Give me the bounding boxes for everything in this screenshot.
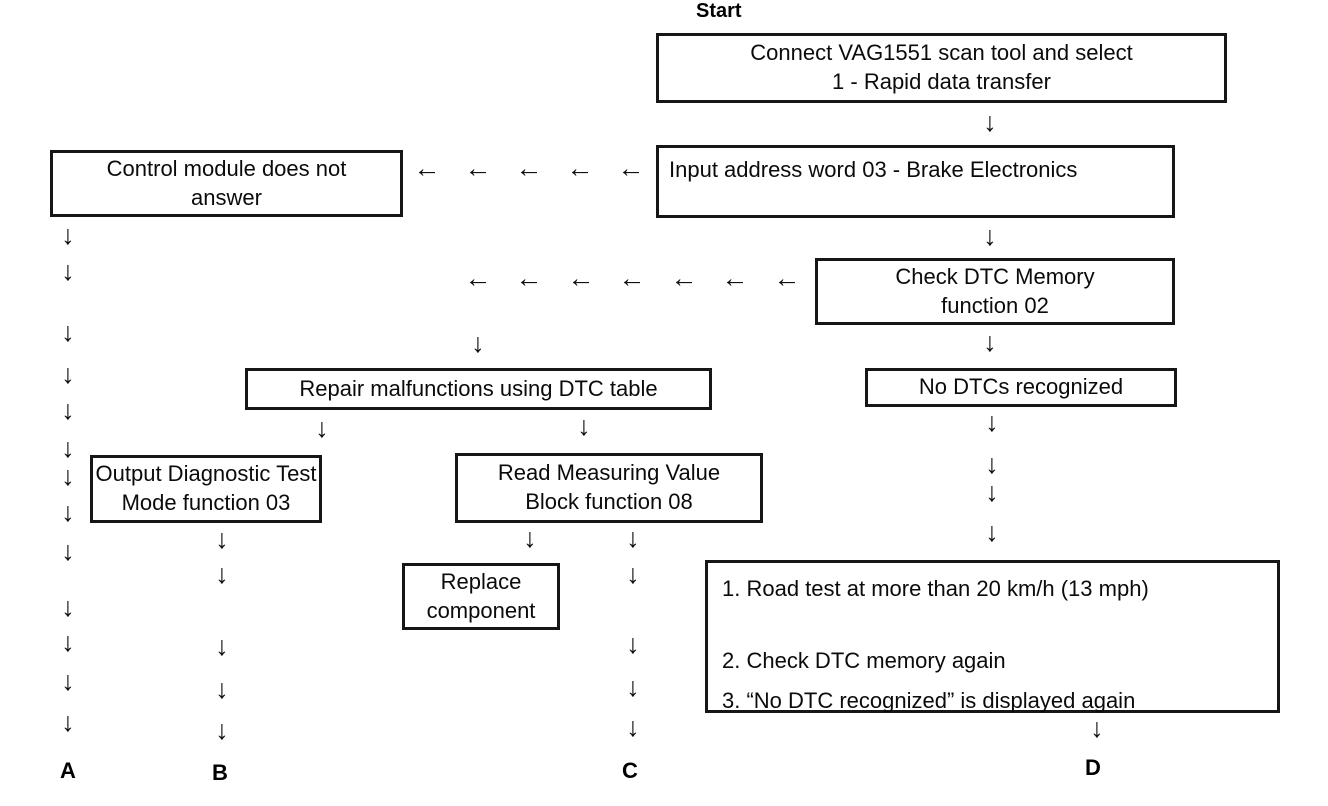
down-arrow-icon: ↓	[985, 477, 999, 507]
start-label: Start	[696, 0, 742, 22]
node-check-dtc-memory: Check DTC Memory function 02	[815, 258, 1175, 325]
exit-label-b: B	[212, 760, 228, 785]
left-arrow-icon: ←	[567, 263, 595, 293]
down-arrow-icon: ↓	[471, 328, 485, 358]
down-arrow-icon: ↓	[626, 523, 640, 553]
node-output-diagnostic-test: Output Diagnostic Test Mode function 03	[90, 455, 322, 523]
road-test-step-3: 3. “No DTC recognized” is displayed agai…	[722, 688, 1136, 713]
exit-label-c: C	[622, 758, 638, 783]
down-arrow-icon: ↓	[61, 433, 75, 463]
left-arrow-icon: ←	[670, 263, 698, 293]
down-arrow-icon: ↓	[523, 523, 537, 553]
down-arrow-icon: ↓	[215, 674, 229, 704]
left-arrow-icon: ←	[618, 263, 646, 293]
road-test-step-1: 1. Road test at more than 20 km/h (13 mp…	[722, 576, 1149, 601]
down-arrow-icon: ↓	[983, 107, 997, 137]
node-input-address-word: Input address word 03 - Brake Electronic…	[656, 145, 1175, 218]
down-arrow-icon: ↓	[61, 461, 75, 491]
down-arrow-icon: ↓	[626, 559, 640, 589]
down-arrow-icon: ↓	[985, 517, 999, 547]
exit-label-a: A	[60, 758, 76, 783]
road-test-step-2: 2. Check DTC memory again	[722, 647, 1006, 673]
down-arrow-icon: ↓	[61, 256, 75, 286]
down-arrow-icon: ↓	[215, 631, 229, 661]
down-arrow-icon: ↓	[61, 497, 75, 527]
left-arrow-icon: ←	[515, 263, 543, 293]
left-arrow-icon: ←	[413, 153, 441, 183]
down-arrow-icon: ↓	[61, 317, 75, 347]
down-arrow-icon: ↓	[61, 395, 75, 425]
left-arrow-icon: ←	[617, 153, 645, 183]
exit-label-d: D	[1085, 755, 1101, 780]
down-arrow-icon: ↓	[626, 672, 640, 702]
down-arrow-icon: ↓	[215, 524, 229, 554]
node-replace-component: Replace component	[402, 563, 560, 630]
down-arrow-icon: ↓	[315, 413, 329, 443]
down-arrow-icon: ↓	[215, 715, 229, 745]
down-arrow-icon: ↓	[577, 411, 591, 441]
down-arrow-icon: ↓	[61, 536, 75, 566]
down-arrow-icon: ↓	[61, 666, 75, 696]
down-arrow-icon: ↓	[61, 592, 75, 622]
node-no-dtcs-recognized: No DTCs recognized	[865, 368, 1177, 407]
left-arrow-icon: ←	[773, 263, 801, 293]
down-arrow-icon: ↓	[61, 707, 75, 737]
down-arrow-icon: ↓	[626, 712, 640, 742]
down-arrow-icon: ↓	[983, 327, 997, 357]
left-arrow-icon: ←	[566, 153, 594, 183]
node-control-module-no-answer: Control module does not answer	[50, 150, 403, 217]
down-arrow-icon: ↓	[61, 220, 75, 250]
down-arrow-icon: ↓	[985, 407, 999, 437]
down-arrow-icon: ↓	[626, 629, 640, 659]
down-arrow-icon: ↓	[61, 359, 75, 389]
node-road-test-steps: 1. Road test at more than 20 km/h (13 mp…	[705, 560, 1280, 713]
left-arrow-icon: ←	[721, 263, 749, 293]
node-read-measuring-block: Read Measuring Value Block function 08	[455, 453, 763, 523]
left-arrow-icon: ←	[464, 263, 492, 293]
down-arrow-icon: ↓	[61, 627, 75, 657]
down-arrow-icon: ↓	[215, 559, 229, 589]
down-arrow-icon: ↓	[1090, 713, 1104, 743]
left-arrow-icon: ←	[515, 153, 543, 183]
down-arrow-icon: ↓	[983, 221, 997, 251]
left-arrow-icon: ←	[464, 153, 492, 183]
node-repair-malfunctions: Repair malfunctions using DTC table	[245, 368, 712, 410]
node-connect-scan-tool: Connect VAG1551 scan tool and select 1 -…	[656, 33, 1227, 103]
down-arrow-icon: ↓	[985, 449, 999, 479]
